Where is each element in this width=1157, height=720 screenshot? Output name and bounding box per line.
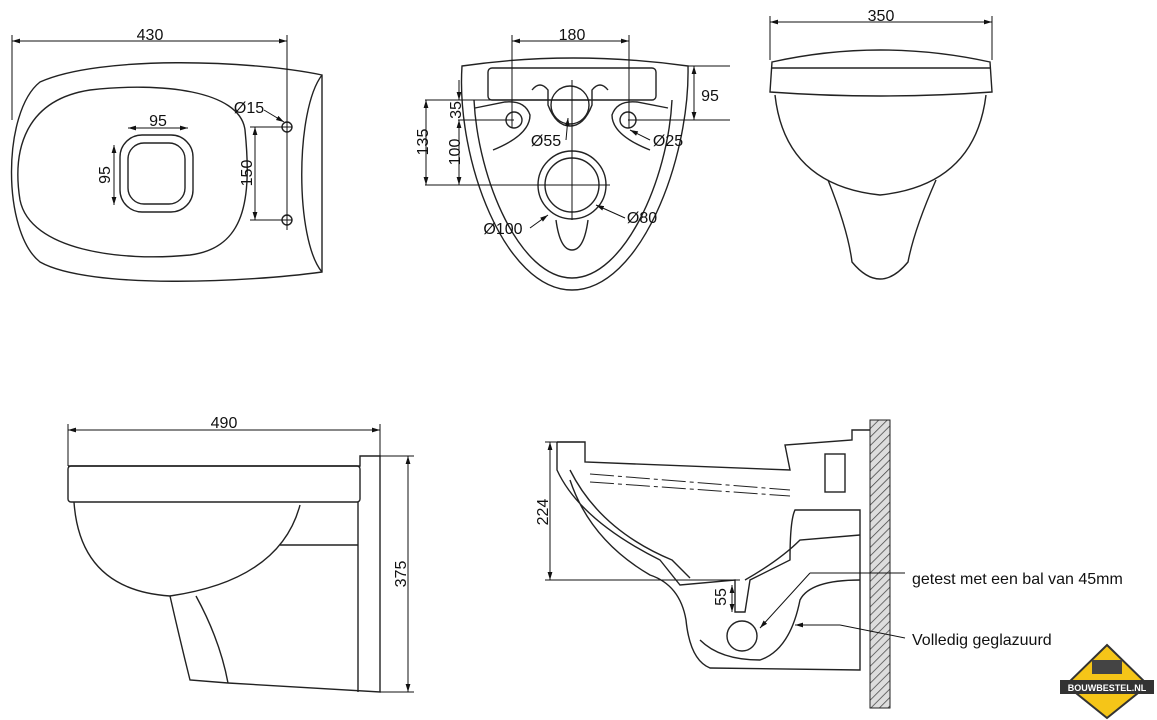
rear-view: 180 95 35 135 100 Ø55 Ø25 Ø100 Ø80	[415, 27, 730, 291]
dim-135: 135	[415, 129, 432, 156]
dim-bolt: Ø25	[653, 133, 683, 150]
section-view: 224 55 getest met een bal van 45mm Volle…	[535, 419, 1123, 709]
top-view: 430 Ø15 95 95 150	[10, 27, 323, 282]
dim-100: 100	[447, 139, 464, 166]
dim-490: 490	[211, 415, 238, 432]
logo-text: BOUWBESTEL.NL	[1068, 683, 1147, 693]
dim-180: 180	[559, 27, 586, 44]
bouwbestel-logo: BOUWBESTEL.NL	[1060, 643, 1154, 720]
front-view: 350	[769, 8, 993, 280]
dim-224: 224	[535, 499, 552, 526]
side-view: 490 375	[67, 415, 414, 693]
note-ball-test: getest met een bal van 45mm	[912, 571, 1123, 588]
dim-seat-w: 95	[149, 113, 167, 130]
dim-seat-h: 95	[97, 166, 114, 184]
dim-inlet: Ø55	[531, 133, 561, 150]
dim-outlet-inner: Ø80	[627, 210, 657, 227]
dim-375: 375	[393, 561, 410, 588]
dim-350: 350	[868, 8, 895, 25]
dim-150: 150	[239, 160, 256, 187]
dim-55: 55	[713, 588, 730, 606]
dim-35: 35	[448, 101, 465, 119]
dim-95: 95	[701, 88, 719, 105]
note-glazed: Volledig geglazuurd	[912, 632, 1052, 649]
dim-outlet-outer: Ø100	[483, 221, 522, 238]
dim-hole-dia: Ø15	[234, 100, 264, 117]
dim-430: 430	[137, 27, 164, 44]
